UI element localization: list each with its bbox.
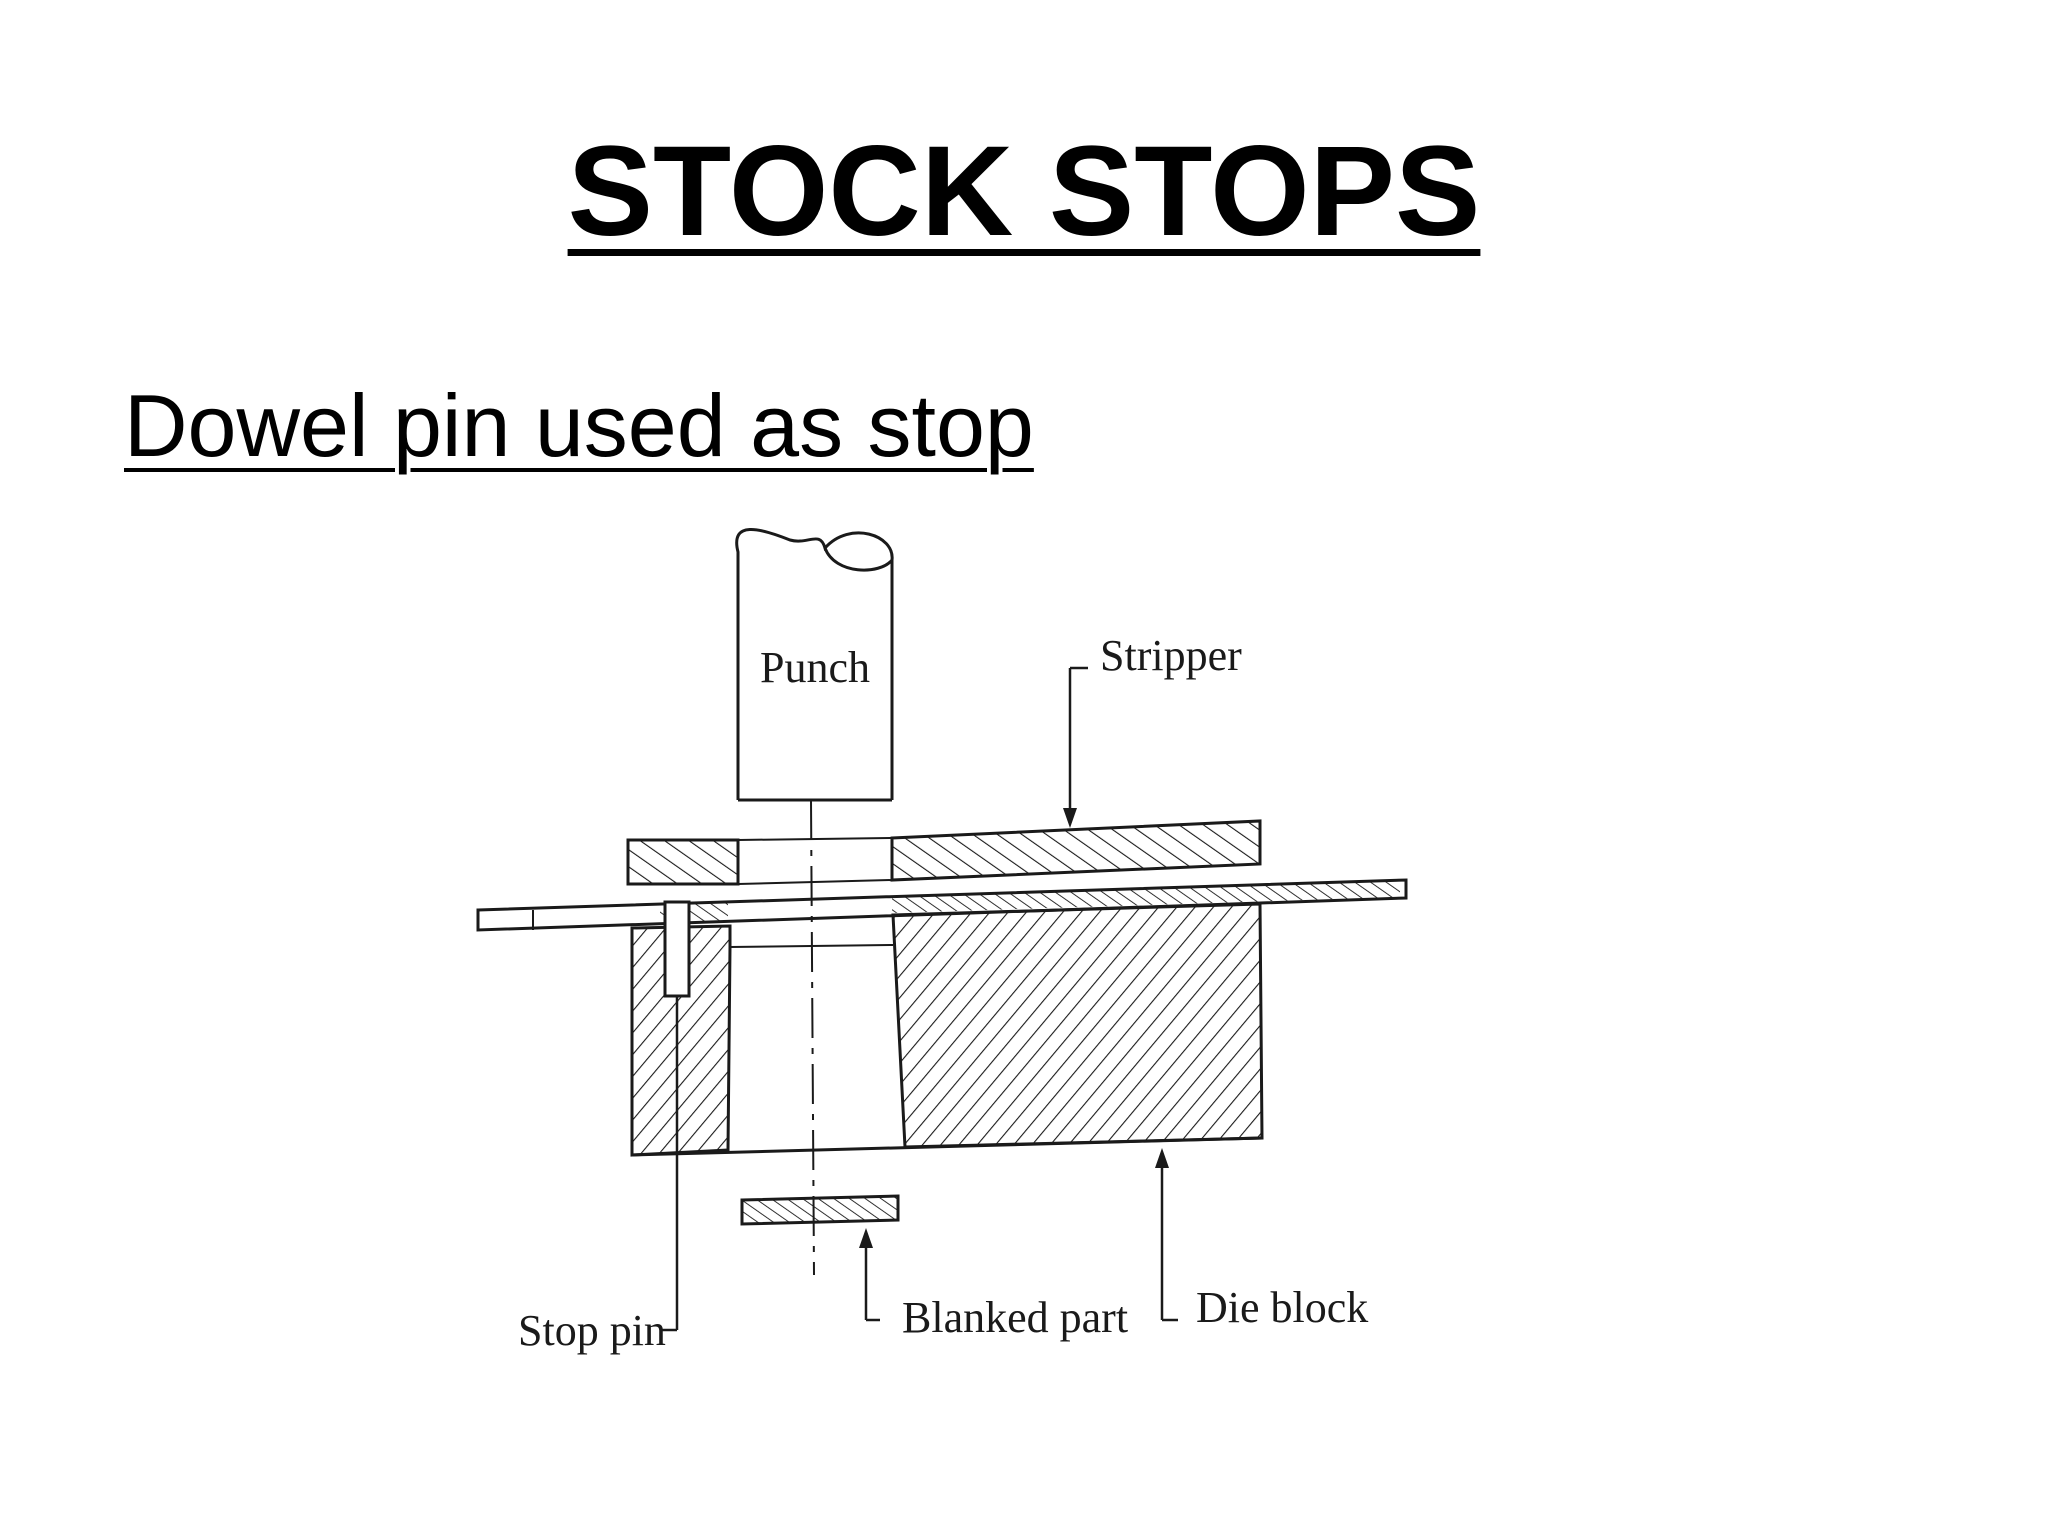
punch [735,528,894,802]
slide-title-text: STOCK STOPS [567,120,1481,263]
label-punch: Punch [760,643,870,692]
stripper-plate [626,819,1262,886]
label-blanked-part: Blanked part [902,1293,1128,1342]
label-stripper: Stripper [1100,631,1242,680]
die-block-leader [1155,1148,1178,1322]
stripper-leader [1063,666,1088,828]
die-block [630,902,1264,1157]
stop-pin [662,900,691,1332]
slide-subtitle: Dowel pin used as stop [124,376,1034,475]
center-line [810,799,815,1276]
blanked-part [740,1194,900,1226]
slide-title: STOCK STOPS [0,128,2048,256]
blanked-part-leader [859,1228,880,1322]
label-die-block: Die block [1196,1283,1368,1332]
label-stop-pin: Stop pin [518,1306,666,1355]
